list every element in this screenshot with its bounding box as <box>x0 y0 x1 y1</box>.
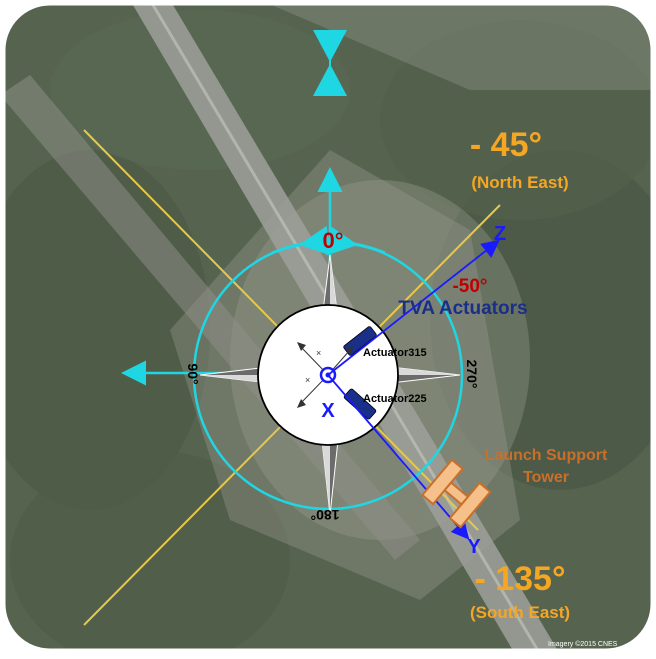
axis-y-label: Y <box>467 536 481 558</box>
svg-text:×: × <box>305 375 310 385</box>
se-angle-label: - 135° <box>474 560 565 598</box>
compass-left-label: 90° <box>185 363 201 384</box>
se-caption-label: (South East) <box>470 603 570 622</box>
tower-icon <box>420 458 492 529</box>
tva-title-label: TVA Actuators <box>398 298 527 319</box>
axis-x-label: X <box>321 400 335 422</box>
z-axis-arrow <box>327 239 500 376</box>
ne-angle-label: - 45° <box>470 126 542 164</box>
compass-top-label: 0° <box>322 228 343 253</box>
compass-right-label: 270° <box>464 360 480 389</box>
y-axis-arrow <box>327 374 470 540</box>
axis-z-label: Z <box>494 223 506 245</box>
tower-label-line1: Launch Support <box>485 447 608 464</box>
imagery-credit: Imagery ©2015 CNES <box>548 640 618 648</box>
tva-angle-label: -50° <box>452 276 487 297</box>
actuator-315-label: Actuator315 <box>363 347 427 359</box>
compass-bottom-label: 180° <box>311 507 340 523</box>
tower-label-line2: Tower <box>523 469 569 486</box>
ne-caption-label: (North East) <box>471 173 568 192</box>
svg-text:×: × <box>316 348 321 358</box>
actuator-225-label: Actuator225 <box>363 393 427 405</box>
